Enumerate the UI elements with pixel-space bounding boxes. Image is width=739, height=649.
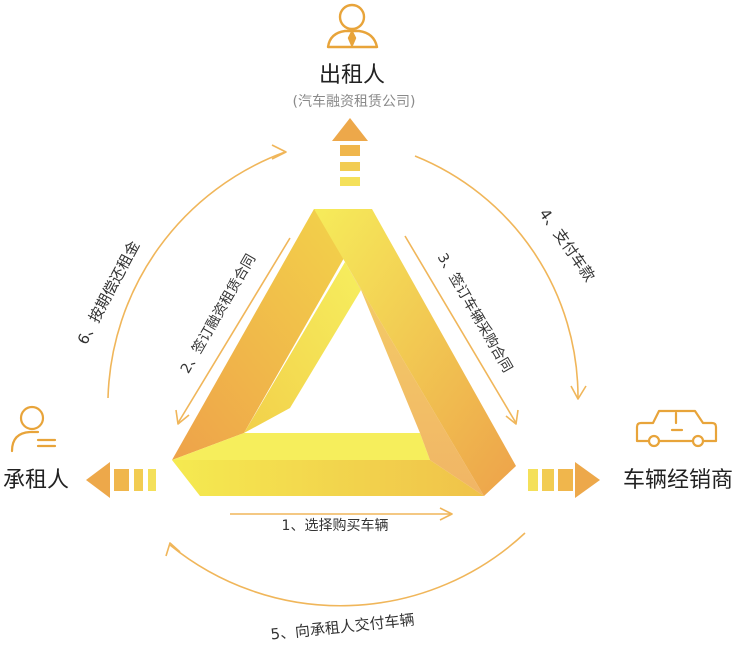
edge-label-5: 5、向承租人交付车辆 <box>270 611 416 644</box>
arc-inner-right <box>404 235 517 424</box>
cycle-arcs <box>107 151 579 607</box>
dealer-title: 车辆经销商 <box>623 468 733 493</box>
lessor-subtitle: (汽车融资租赁公司) <box>293 93 416 110</box>
triangle-right-face <box>314 209 516 496</box>
edge-label-4: 4、支付车款 <box>535 205 598 285</box>
triangle-hole <box>278 322 406 433</box>
triangle-bottom-face <box>172 460 484 496</box>
car-icon <box>635 409 718 448</box>
triangle-inner-bar <box>172 433 430 460</box>
edge-label-1: 1、选择购买车辆 <box>282 517 389 534</box>
arc-top-right <box>414 155 579 399</box>
arrow-up <box>332 118 368 186</box>
arrow-right <box>528 462 600 498</box>
penrose-triangle <box>172 209 516 496</box>
triangle-inner-left <box>244 262 361 433</box>
lessor-title: 出租人 <box>319 63 385 88</box>
arc-arrowheads <box>165 144 587 557</box>
arrow-left <box>86 462 156 498</box>
triangle-inner-right <box>345 262 484 496</box>
arc-top-left <box>107 151 286 399</box>
triangle-left-face <box>172 209 372 460</box>
arc-bottom <box>169 532 526 607</box>
arc-inner-left <box>177 237 291 424</box>
lessee-title: 承租人 <box>3 468 69 493</box>
person-tie-icon <box>326 3 379 49</box>
person-icon <box>10 405 57 453</box>
